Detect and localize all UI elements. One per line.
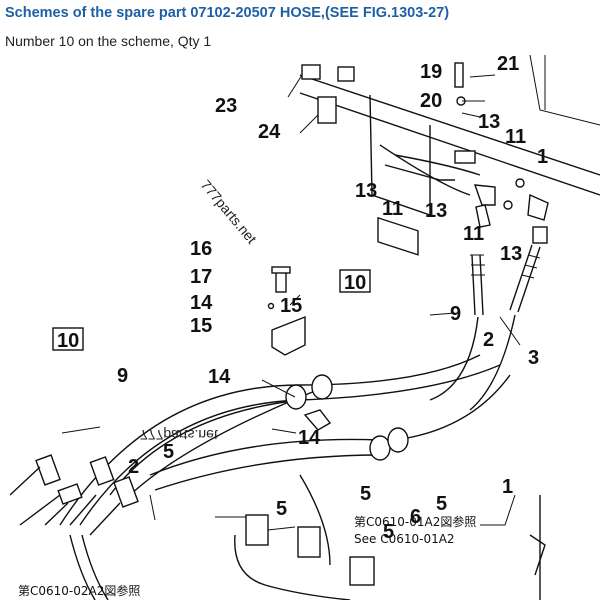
callout-13: 13 [478, 111, 500, 133]
right-fittings [473, 178, 549, 244]
callout-5: 5 [436, 493, 447, 515]
callout-10-right: 10 [344, 272, 366, 294]
callout-5: 5 [383, 521, 394, 543]
callout-5: 5 [276, 498, 287, 520]
callout-1-top: 1 [537, 146, 548, 168]
callout-10-left: 10 [57, 330, 79, 352]
callout-6: 6 [410, 506, 421, 528]
callout-15: 15 [190, 315, 212, 337]
callout-20: 20 [420, 90, 442, 112]
callout-15: 15 [280, 295, 302, 317]
callout-11: 11 [505, 126, 526, 148]
reference-note-jp-right: 第C0610-01A2図参照 [354, 514, 476, 529]
top-bracket-assembly [287, 55, 600, 256]
parts-diagram: 777parts.net 777parts.net 10 10 23 24 19… [9, 55, 600, 600]
callout-5: 5 [360, 483, 371, 505]
callout-9-right: 9 [450, 303, 461, 325]
callout-9-left: 9 [117, 365, 128, 387]
page-subtitle: Number 10 on the scheme, Qty 1 [5, 33, 212, 49]
callout-numbers: 23 24 19 20 21 13 11 1 13 11 13 11 13 16… [117, 55, 548, 543]
callout-14: 14 [208, 366, 231, 388]
leader-lines [149, 294, 521, 526]
callout-14: 14 [190, 292, 213, 314]
callout-23: 23 [215, 95, 237, 117]
callout-19: 19 [420, 61, 442, 83]
callout-24: 24 [258, 121, 281, 143]
callout-2-left: 2 [128, 456, 139, 478]
callout-13: 13 [500, 243, 522, 265]
center-clamps [267, 266, 409, 461]
boxed-callout-right: 10 [339, 269, 371, 294]
callout-17: 17 [190, 266, 212, 288]
callout-16: 16 [190, 238, 212, 260]
left-hose-ends [9, 426, 139, 600]
reference-note-en-right: See C0610-01A2 [354, 532, 455, 546]
callout-2-right: 2 [483, 329, 494, 351]
page-title: Schemes of the spare part 07102-20507 HO… [5, 5, 450, 21]
watermark-text-mirrored: 777parts.net [140, 427, 218, 443]
callout-13: 13 [355, 180, 377, 202]
callout-3: 3 [528, 347, 539, 369]
watermark-text: 777parts.net [198, 177, 260, 247]
callout-5: 5 [163, 441, 174, 463]
reference-note-jp-left: 第C0610-02A2図参照 [18, 583, 140, 598]
boxed-callout-left: 10 [52, 327, 84, 352]
callout-21: 21 [497, 55, 519, 75]
callout-14: 14 [298, 427, 321, 449]
bottom-clamps [215, 474, 546, 600]
callout-11: 11 [382, 198, 403, 220]
callout-1: 1 [502, 476, 513, 498]
callout-11: 11 [463, 223, 484, 245]
callout-13: 13 [425, 200, 447, 222]
right-hoses [429, 244, 541, 411]
